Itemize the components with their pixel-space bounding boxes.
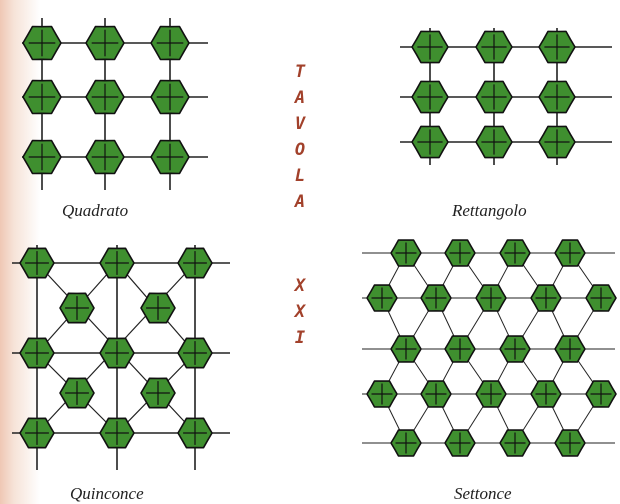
tree-crown-icon <box>178 418 212 447</box>
tree-crown-icon <box>60 378 94 407</box>
tree-crown-icon <box>151 141 189 174</box>
rettangolo-grid-diagram <box>400 28 612 165</box>
tree-crown-icon <box>500 430 530 456</box>
tree-crown-icon <box>500 240 530 266</box>
tree-crown-icon <box>412 126 448 157</box>
quinconce-grid-diagram <box>12 245 230 470</box>
tree-crown-icon <box>476 285 506 311</box>
title-letter: T <box>282 62 318 82</box>
tree-crown-icon <box>445 336 475 362</box>
tree-crown-icon <box>476 381 506 407</box>
title-letter: I <box>282 328 318 348</box>
title-letter: X <box>282 276 318 296</box>
title-letter: V <box>282 114 318 134</box>
tree-crown-icon <box>86 81 124 114</box>
tree-crown-icon <box>391 240 421 266</box>
title-letter: A <box>282 192 318 212</box>
caption-settonce: Settonce <box>454 484 512 504</box>
tree-crown-icon <box>23 27 61 60</box>
tree-crown-icon <box>476 81 512 112</box>
tree-crown-icon <box>178 338 212 367</box>
tree-crown-icon <box>555 430 585 456</box>
tree-crown-icon <box>367 285 397 311</box>
title-letter: X <box>282 302 318 322</box>
tree-crown-icon <box>141 378 175 407</box>
tree-crown-icon <box>151 81 189 114</box>
tree-crown-icon <box>391 430 421 456</box>
tree-crown-icon <box>586 285 616 311</box>
tree-crown-icon <box>178 248 212 277</box>
title-letter: L <box>282 166 318 186</box>
caption-quinconce: Quinconce <box>70 484 144 504</box>
tree-crown-icon <box>539 31 575 62</box>
tree-crown-icon <box>100 418 134 447</box>
tree-crown-icon <box>445 430 475 456</box>
quadrato-grid-diagram <box>22 18 208 190</box>
tree-crown-icon <box>500 336 530 362</box>
tree-crown-icon <box>151 27 189 60</box>
tree-crown-icon <box>100 338 134 367</box>
tree-crown-icon <box>367 381 397 407</box>
tree-crown-icon <box>539 81 575 112</box>
caption-quadrato: Quadrato <box>62 201 128 221</box>
tree-crown-icon <box>421 285 451 311</box>
title-letter: A <box>282 88 318 108</box>
tree-crown-icon <box>412 81 448 112</box>
tree-crown-icon <box>86 27 124 60</box>
tree-crown-icon <box>391 336 421 362</box>
tree-crown-icon <box>23 81 61 114</box>
tree-crown-icon <box>60 293 94 322</box>
tree-crown-icon <box>421 381 451 407</box>
settonce-grid-diagram <box>362 240 616 456</box>
tree-crown-icon <box>86 141 124 174</box>
tree-crown-icon <box>23 141 61 174</box>
tree-crown-icon <box>445 240 475 266</box>
tree-crown-icon <box>586 381 616 407</box>
title-letter: O <box>282 140 318 160</box>
tree-crown-icon <box>531 381 561 407</box>
tree-crown-icon <box>412 31 448 62</box>
tree-crown-icon <box>531 285 561 311</box>
tree-crown-icon <box>141 293 175 322</box>
tree-crown-icon <box>20 248 54 277</box>
tree-crown-icon <box>555 240 585 266</box>
tree-crown-icon <box>476 126 512 157</box>
tree-crown-icon <box>476 31 512 62</box>
caption-rettangolo: Rettangolo <box>452 201 527 221</box>
tree-crown-icon <box>20 338 54 367</box>
tree-crown-icon <box>100 248 134 277</box>
tree-crown-icon <box>539 126 575 157</box>
tree-crown-icon <box>20 418 54 447</box>
tree-crown-icon <box>555 336 585 362</box>
